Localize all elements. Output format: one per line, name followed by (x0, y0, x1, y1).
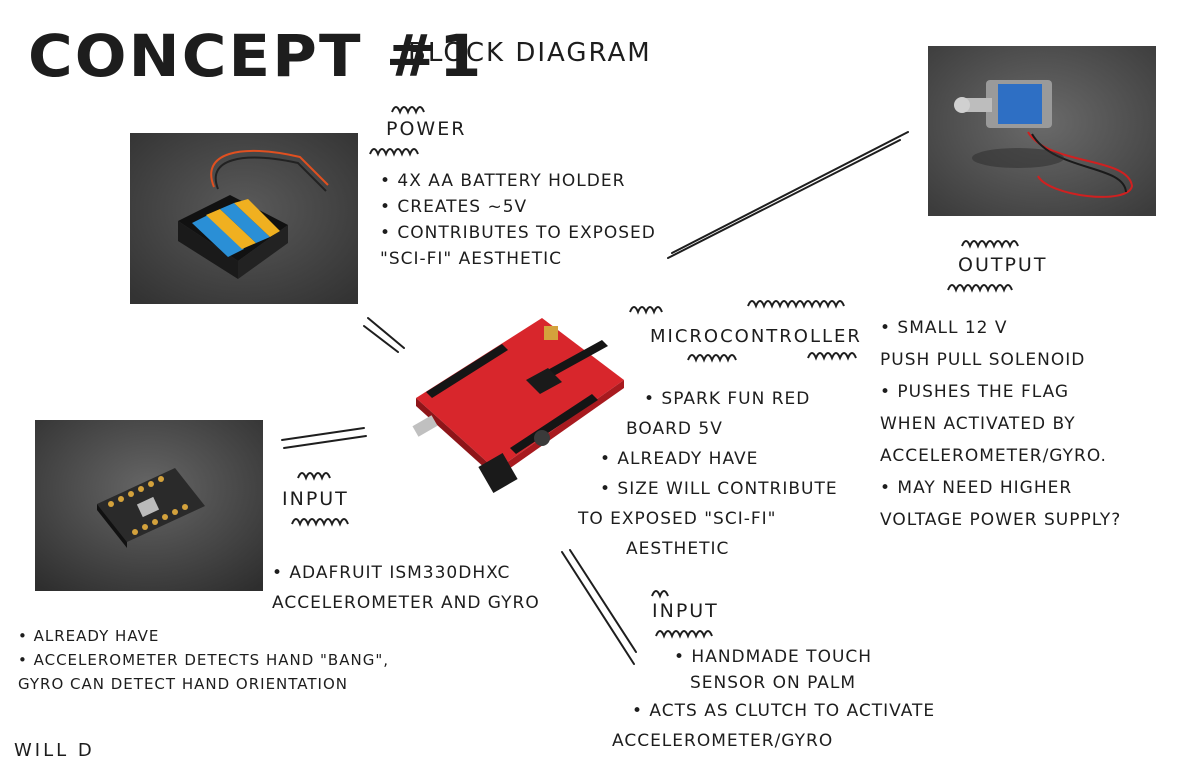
microcontroller-bullets: • Spark Fun Red Board 5V • Already Have … (578, 384, 838, 564)
input-sensor-bullet: Accelerometer and Gyro (272, 593, 540, 613)
output-bullet: Voltage Power Supply? (880, 510, 1122, 530)
input-touch-bullet: • Handmade touch (674, 647, 873, 667)
scribble-decoration (369, 148, 419, 157)
input-sensor-bullet: • Adafruit ISM330DHXC (272, 563, 511, 583)
microcontroller-bullet: Board 5V (626, 419, 723, 439)
scribble-decoration (651, 590, 669, 599)
power-bullet: • Contributes to exposed (380, 223, 656, 243)
microcontroller-bullet: to exposed "Sci-Fi" (578, 509, 777, 529)
scribble-decoration (961, 240, 1019, 249)
microcontroller-bullet: • Size will contribute (600, 479, 838, 499)
output-bullet: • Pushes the flag (880, 382, 1070, 402)
input-touch-heading: Input (652, 600, 719, 622)
power-bullet: • 4x AA Battery holder (380, 171, 626, 191)
scribble-decoration (629, 306, 663, 315)
page-subtitle: Block Diagram (408, 38, 652, 68)
input-sensor-bullets: • Adafruit ISM330DHXC Accelerometer and … (272, 558, 540, 618)
connector-output (671, 131, 909, 254)
microcontroller-bullet: Aesthetic (626, 539, 730, 559)
input-touch-bullets: • Handmade touch sensor on palm • Acts a… (612, 644, 935, 756)
scribble-decoration (687, 354, 737, 363)
output-bullet: When activated by (880, 414, 1076, 434)
microcontroller-heading: Microcontroller (650, 326, 862, 347)
connector-touch (561, 551, 635, 665)
solenoid-photo (928, 46, 1156, 216)
output-bullet: • May need higher (880, 478, 1073, 498)
input-sensor-note: • Accelerometer detects hand "bang", (18, 651, 389, 669)
input-sensor-notes: • Already Have • Accelerometer detects h… (18, 624, 389, 696)
power-bullets: • 4x AA Battery holder • Creates ~5V • C… (380, 168, 656, 272)
input-sensor-note: • Already Have (18, 627, 160, 645)
scribble-decoration (391, 106, 425, 115)
microcontroller-bullet: • Already Have (600, 449, 759, 469)
connector-power (367, 317, 405, 349)
scribble-decoration (947, 284, 1013, 293)
input-sensor-note: Gyro can detect hand orientation (18, 675, 348, 693)
redboard-photo (392, 300, 632, 500)
scribble-decoration (291, 518, 349, 527)
power-bullet: "Sci-Fi" Aesthetic (380, 249, 562, 269)
input-touch-bullet: Accelerometer/Gyro (612, 731, 834, 751)
battery-holder-photo (130, 133, 358, 304)
output-bullets: • Small 12 V Push Pull Solenoid • Pushes… (880, 312, 1121, 536)
scribble-decoration (807, 352, 857, 361)
scribble-decoration (747, 300, 845, 309)
output-bullet: Push Pull Solenoid (880, 350, 1086, 370)
page-title: Concept #1 (28, 22, 484, 90)
input-touch-bullet: • Acts as clutch to activate (632, 701, 936, 721)
output-bullet: Accelerometer/Gyro. (880, 446, 1107, 466)
power-bullet: • Creates ~5V (380, 197, 528, 217)
connector-sensor (281, 427, 365, 441)
output-bullet: • Small 12 V (880, 318, 1008, 338)
scribble-decoration (297, 472, 331, 481)
input-touch-bullet: sensor on palm (690, 673, 857, 693)
microcontroller-bullet: • Spark Fun Red (644, 389, 811, 409)
scribble-decoration (655, 630, 713, 639)
accelerometer-board-photo (35, 420, 263, 591)
power-heading: Power (386, 118, 467, 140)
output-heading: Output (958, 254, 1048, 276)
input-sensor-heading: Input (282, 488, 349, 510)
author-signature: Will D (14, 740, 95, 761)
